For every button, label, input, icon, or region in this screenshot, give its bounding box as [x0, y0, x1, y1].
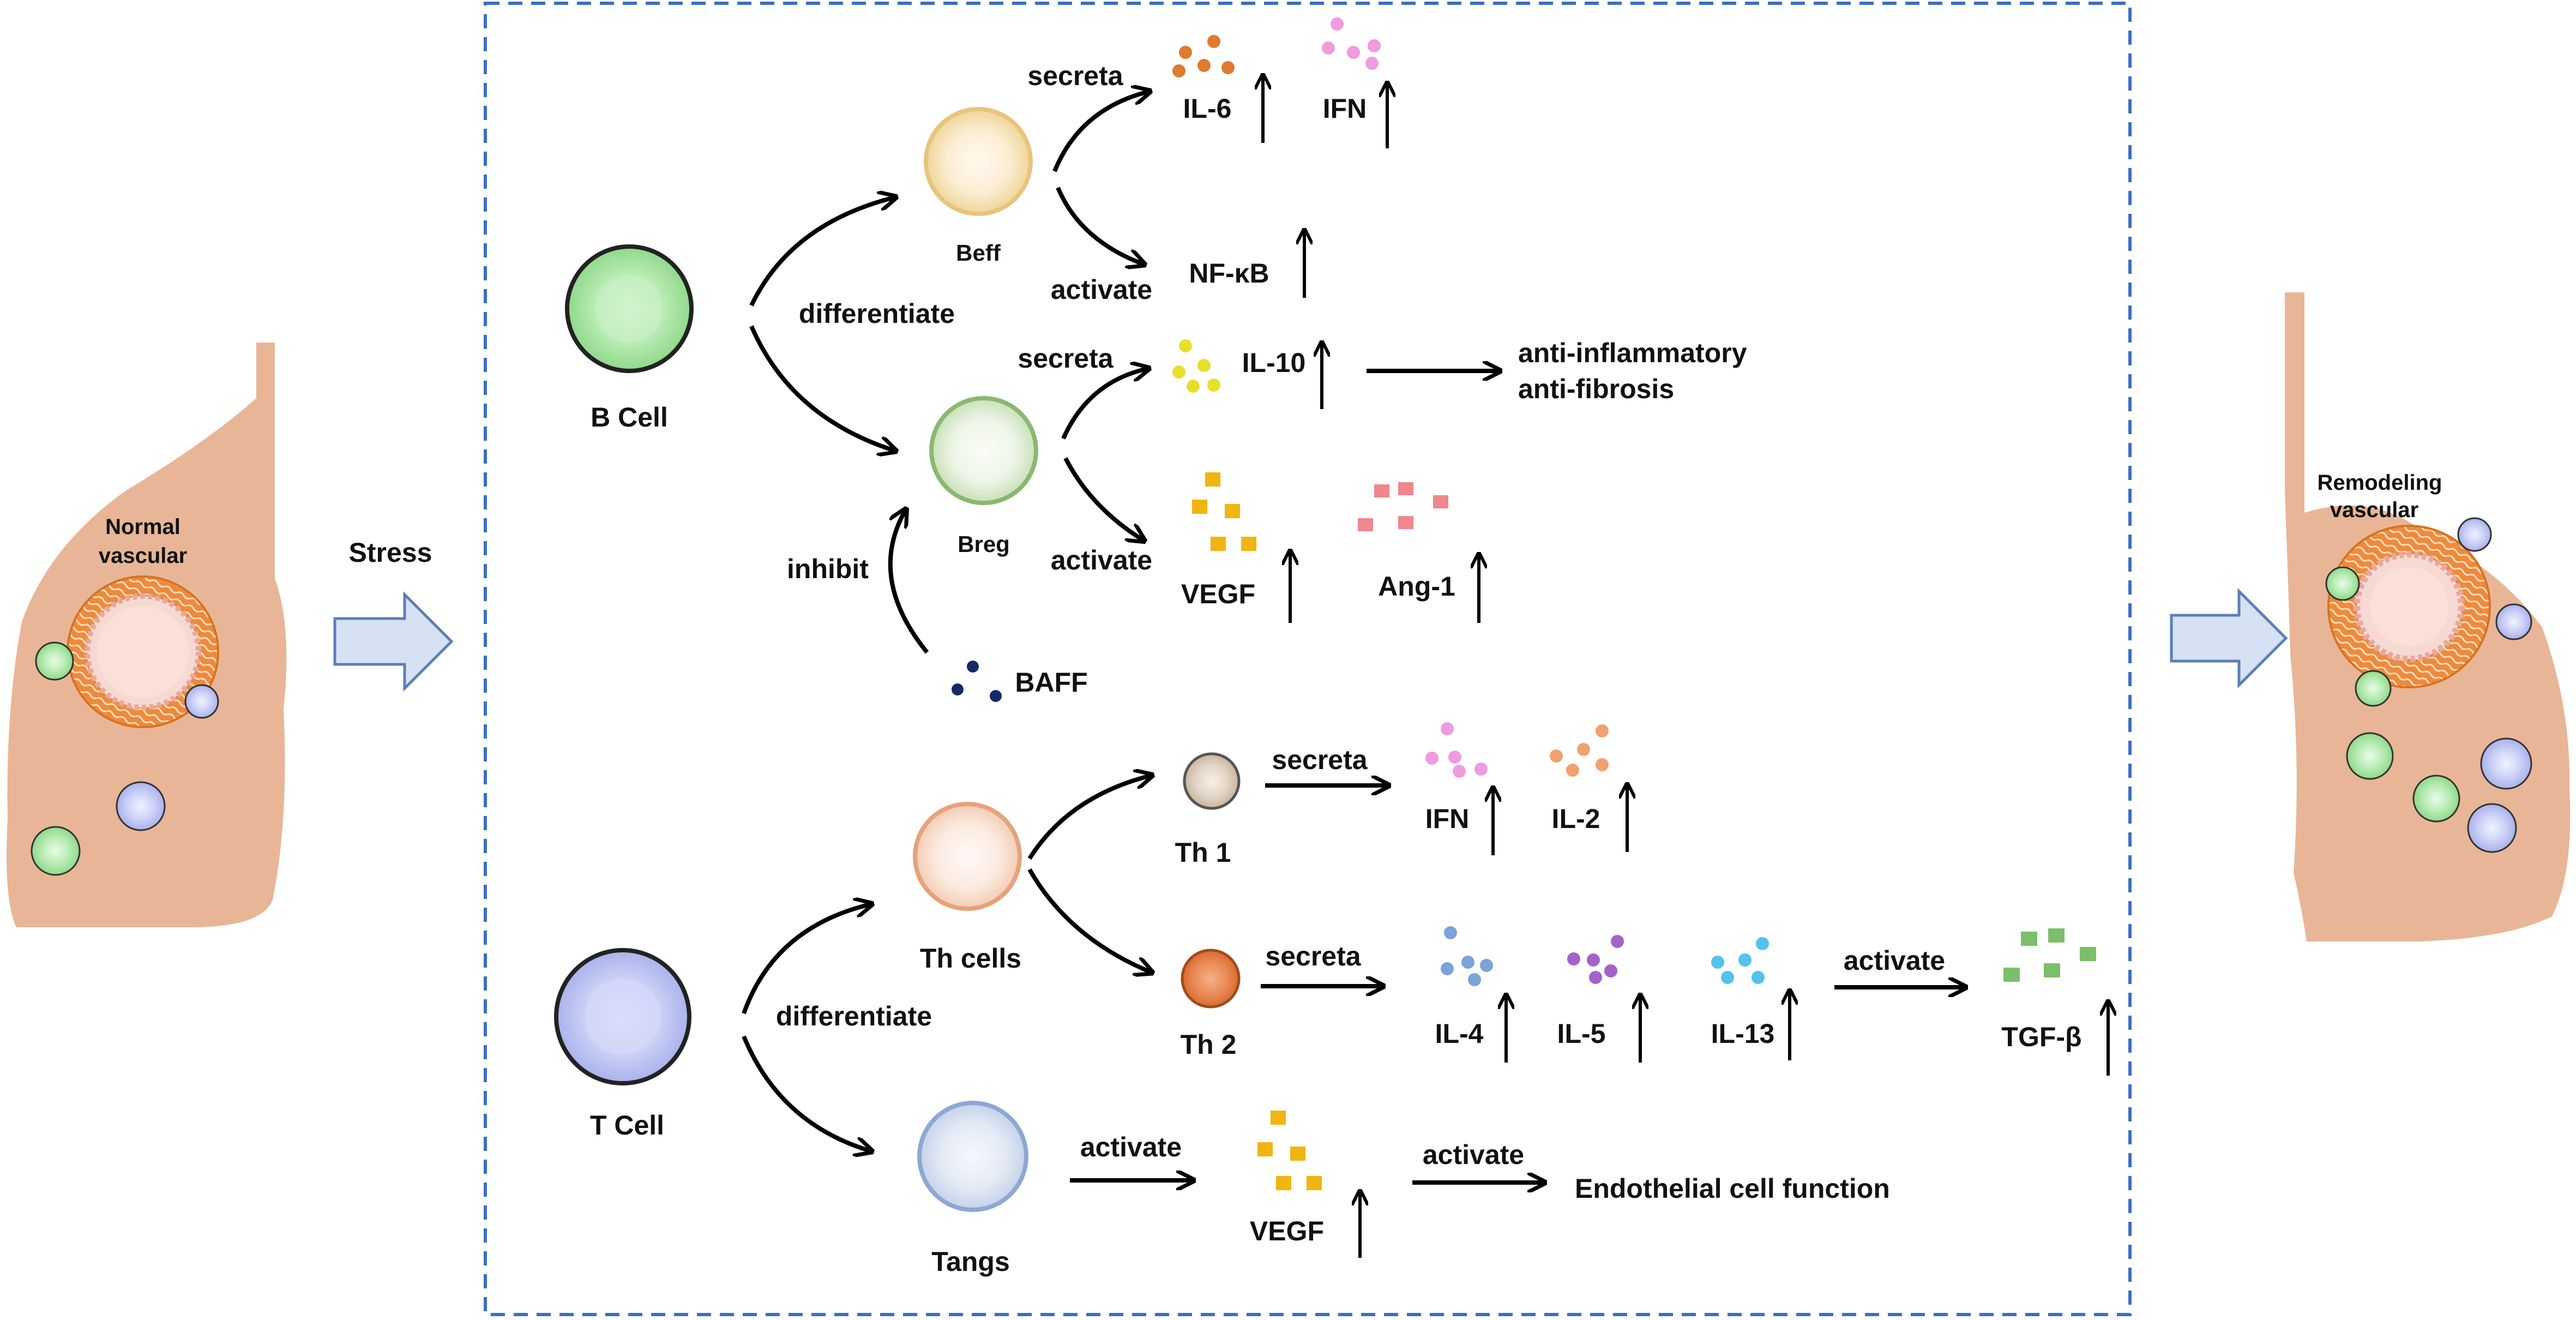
remodeling-label-1: Remodeling: [2318, 471, 2442, 495]
remodeled-lung: Remodeling vascular: [2285, 292, 2571, 941]
anti-fibrosis-label: anti-fibrosis: [1518, 374, 1674, 404]
th2-cell: [1181, 949, 1241, 1009]
breg-activate-arrow: [1063, 457, 1143, 540]
inhibit-label: inhibit: [787, 554, 869, 584]
tangs-label: Tangs: [931, 1246, 1010, 1277]
normal-lung-green-cell-1: [35, 641, 74, 681]
mechanism-panel: [484, 2, 2132, 1316]
remodeled-green-cell-3: [2346, 732, 2394, 780]
tgfb-label: TGF-β: [2001, 1022, 2081, 1052]
remodeled-blue-cell-2: [2495, 603, 2532, 640]
activate-tangs-label: activate: [1080, 1132, 1182, 1162]
stress-arrow: [333, 591, 454, 692]
tangs-cell: [917, 1101, 1028, 1212]
il10-label: IL-10: [1242, 347, 1306, 378]
il2-dots: [1550, 724, 1609, 777]
b-to-breg-arrow: [749, 325, 894, 451]
th-cell: [913, 802, 1022, 911]
il6-label: IL-6: [1183, 93, 1232, 124]
secreta-beff-label: secreta: [1027, 61, 1123, 91]
normal-vessel: [67, 575, 219, 728]
b-cell-label: B Cell: [591, 402, 668, 433]
breg-cell: [929, 396, 1038, 505]
th-cells-label: Th cells: [920, 943, 1021, 974]
t-cell-label: T Cell: [590, 1110, 664, 1141]
il5-label: IL-5: [1557, 1018, 1606, 1049]
endothelial-label: Endothelial cell function: [1575, 1173, 1890, 1204]
remodeled-green-cell-4: [2412, 775, 2460, 823]
th-to-th2-arrow: [1027, 868, 1151, 972]
ang1-squares: [1358, 482, 1448, 531]
remodeling-arrow: [2170, 587, 2288, 689]
remodeled-green-cell-2: [2355, 670, 2392, 707]
il2-label: IL-2: [1552, 803, 1600, 834]
beff-secreta-arrow: [1052, 92, 1148, 172]
differentiate-t-label: differentiate: [776, 1001, 932, 1031]
differentiate-b-label: differentiate: [799, 298, 955, 329]
ifn-beff-label: IFN: [1323, 93, 1367, 124]
remodeled-vessel: [2327, 525, 2491, 688]
normal-vascular-label-2: vascular: [99, 544, 187, 568]
t-cell: [554, 948, 691, 1085]
vegf-tangs-squares: [1257, 1111, 1322, 1190]
ifn-th1-label: IFN: [1425, 803, 1470, 834]
ang1-label: Ang-1: [1378, 571, 1455, 602]
il4-dots: [1441, 926, 1493, 986]
normal-lung: Normal vascular: [7, 343, 287, 927]
normal-lung-green-cell-2: [31, 826, 81, 876]
th1-cell: [1183, 752, 1241, 810]
normal-vascular-label-1: Normal: [105, 515, 180, 539]
il6-dots: [1172, 35, 1235, 77]
nfkb-label: NF-κB: [1189, 258, 1269, 289]
beff-label: Beff: [956, 240, 1001, 266]
ifn-th1-dots: [1425, 722, 1488, 778]
beff-cell: [924, 107, 1033, 216]
il13-label: IL-13: [1711, 1018, 1775, 1049]
remodeled-blue-cell-1: [2457, 517, 2492, 552]
ifn-beff-dots: [1322, 17, 1381, 70]
b-cell: [565, 244, 694, 373]
il10-dots: [1172, 339, 1220, 393]
t-to-th-arrow: [742, 904, 870, 1015]
activate-endo-label: activate: [1423, 1139, 1524, 1170]
remodeling-label-2: vascular: [2330, 498, 2418, 522]
baff-label: BAFF: [1015, 667, 1087, 698]
secreta-breg-label: secreta: [1018, 343, 1114, 374]
breg-label: Breg: [958, 531, 1010, 557]
baff-dots: [952, 661, 1002, 702]
stress-label: Stress: [349, 537, 432, 568]
secreta-th1-label: secreta: [1272, 745, 1368, 775]
tgfb-squares: [2003, 928, 2096, 982]
secreta-th2-label: secreta: [1265, 941, 1361, 971]
remodeled-blue-cell-4: [2467, 803, 2517, 853]
t-to-tangs-arrow: [742, 1035, 870, 1151]
anti-inflammatory-label: anti-inflammatory: [1518, 338, 1747, 368]
vegf-breg-label: VEGF: [1181, 579, 1255, 609]
th1-label: Th 1: [1175, 837, 1231, 868]
beff-activate-arrow: [1056, 187, 1143, 264]
activate-breg-label: activate: [1051, 545, 1152, 575]
activate-beff-label: activate: [1051, 274, 1152, 305]
b-to-beff-arrow: [749, 197, 894, 307]
vegf-breg-squares: [1192, 472, 1256, 551]
il13-dots: [1711, 937, 1769, 984]
il5-dots: [1567, 935, 1624, 984]
normal-lung-blue-cell-2: [116, 781, 166, 831]
normal-lung-blue-cell-1: [184, 684, 219, 719]
vegf-tangs-label: VEGF: [1250, 1216, 1324, 1246]
activate-tgf-label: activate: [1844, 945, 1945, 976]
il4-label: IL-4: [1435, 1018, 1484, 1049]
remodeled-blue-cell-3: [2480, 737, 2532, 790]
baff-inhibit-arrow: [888, 511, 929, 654]
th-to-th1-arrow: [1027, 776, 1151, 860]
remodeled-green-cell-1: [2325, 566, 2360, 601]
th2-label: Th 2: [1181, 1029, 1237, 1060]
breg-secreta-arrow: [1061, 369, 1147, 440]
